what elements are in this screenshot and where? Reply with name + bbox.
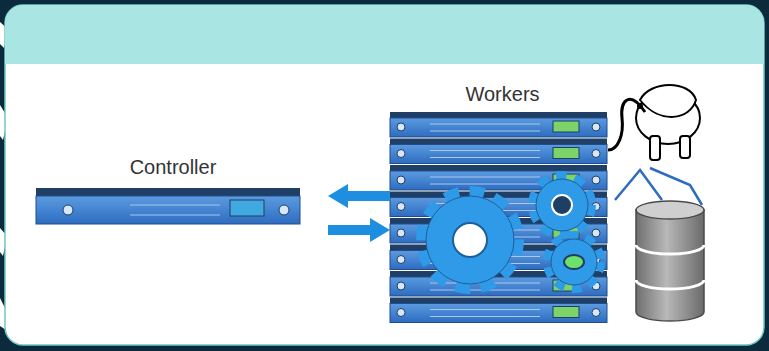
node-label: Controller [36, 155, 310, 179]
panel [5, 5, 764, 345]
flow-arrow [328, 218, 390, 242]
worker-rack [390, 112, 607, 323]
controller-server [36, 188, 300, 224]
header-band [5, 5, 764, 64]
database [636, 201, 704, 321]
hadoop-elephant [608, 85, 700, 160]
gears [424, 177, 599, 287]
workers-node: Workers [390, 82, 615, 325]
flow-arrow [328, 184, 390, 208]
lift-lines [615, 168, 702, 205]
controller-node: Controller [36, 155, 310, 225]
node-label: Workers [390, 82, 615, 106]
